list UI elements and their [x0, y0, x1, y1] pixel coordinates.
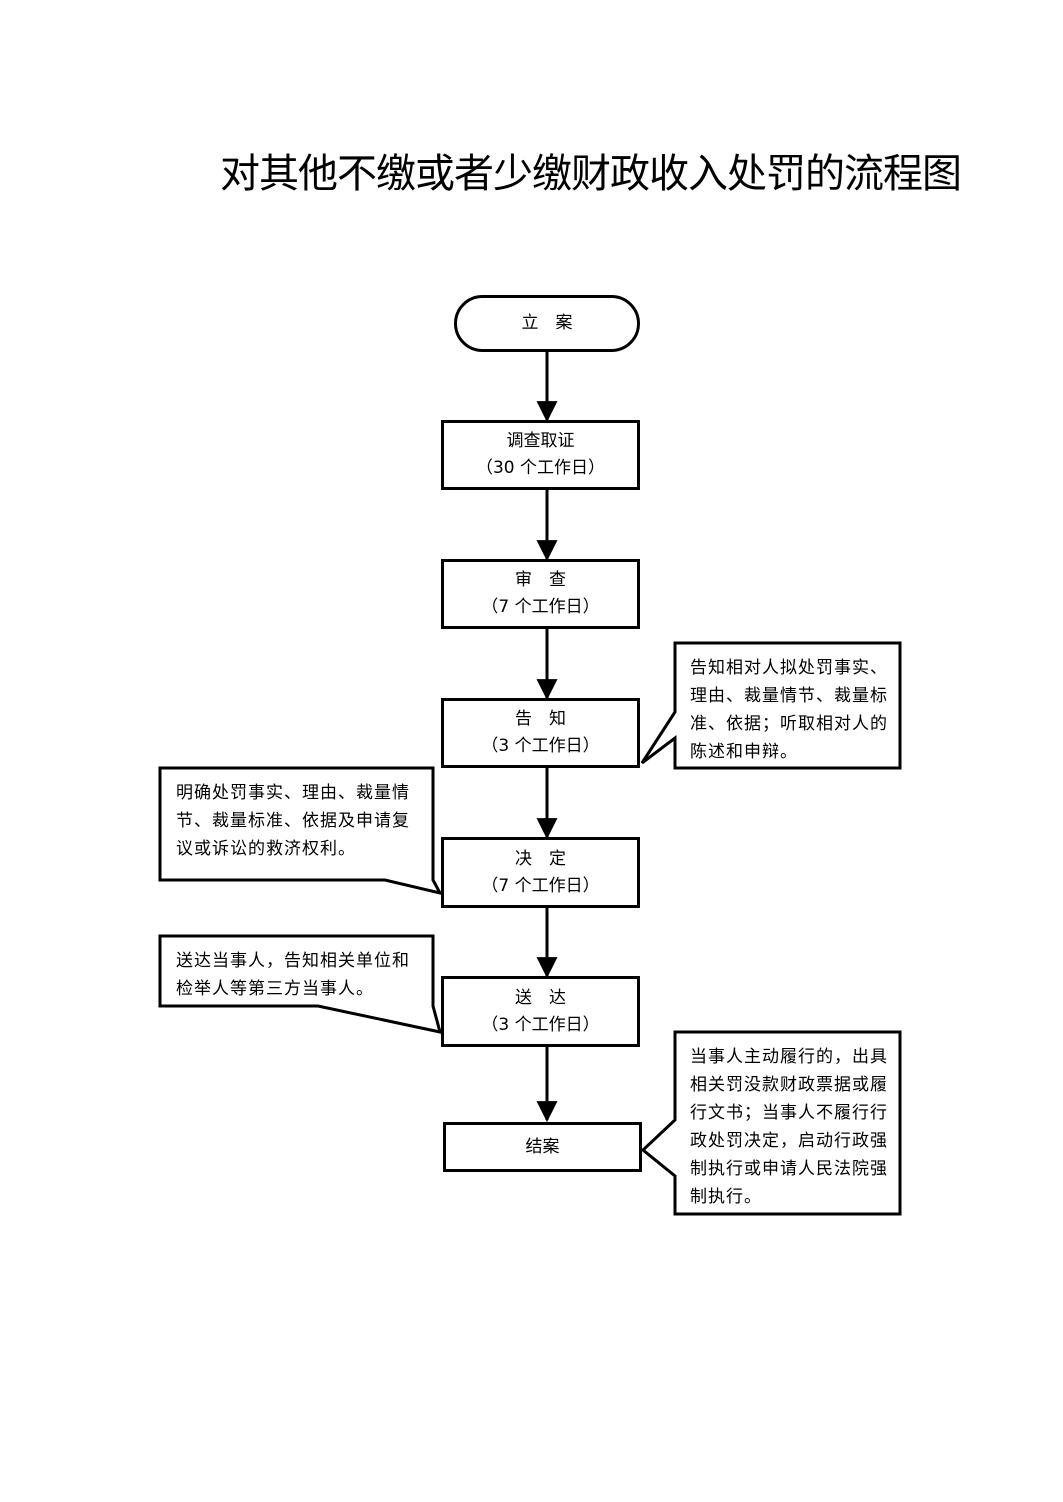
callout-close-shape [640, 1030, 902, 1216]
step-start: 立 案 [454, 295, 640, 352]
callout-notify-shape [640, 641, 902, 770]
step-notify: 告 知 （3 个工作日） [441, 698, 640, 768]
step-decide-duration: （7 个工作日） [481, 875, 600, 896]
step-close-label: 结案 [525, 1136, 560, 1157]
step-review-duration: （7 个工作日） [481, 597, 600, 617]
page-title: 对其他不缴或者少缴财政收入处罚的流程图 [220, 151, 962, 197]
step-investigate: 调查取证 （30 个工作日） [441, 420, 640, 490]
step-investigate-label: 调查取证 [506, 431, 575, 451]
step-decide-label: 决 定 [515, 848, 566, 869]
step-notify-label: 告 知 [515, 709, 566, 729]
note-deliver: 送达当事人，告知相关单位和检举人等第三方当事人。 [176, 951, 410, 999]
note-decide: 明确处罚事实、理由、裁量情节、裁量标准、依据及申请复议或诉讼的救济权利。 [176, 783, 410, 859]
step-deliver: 送 达 （3 个工作日） [441, 976, 640, 1047]
step-deliver-duration: （3 个工作日） [481, 1014, 600, 1035]
callout-deliver-shape [158, 934, 443, 1034]
step-investigate-duration: （30 个工作日） [475, 458, 606, 478]
callout-decide-shape [158, 766, 443, 896]
step-review-label: 审 查 [515, 570, 566, 590]
step-review: 审 查 （7 个工作日） [441, 559, 640, 629]
step-decide: 决 定 （7 个工作日） [441, 837, 640, 908]
step-close: 结案 [443, 1122, 642, 1172]
step-deliver-label: 送 达 [515, 987, 566, 1008]
step-start-label: 立 案 [521, 313, 573, 333]
note-close: 当事人主动履行的，出具相关罚没款财政票据或履行文书；当事人不履行行政处罚决定，启… [690, 1047, 888, 1207]
step-notify-duration: （3 个工作日） [481, 736, 600, 756]
note-notify: 告知相对人拟处罚事实、理由、裁量情节、裁量标准、依据；听取相对人的陈述和申辩。 [690, 658, 888, 762]
